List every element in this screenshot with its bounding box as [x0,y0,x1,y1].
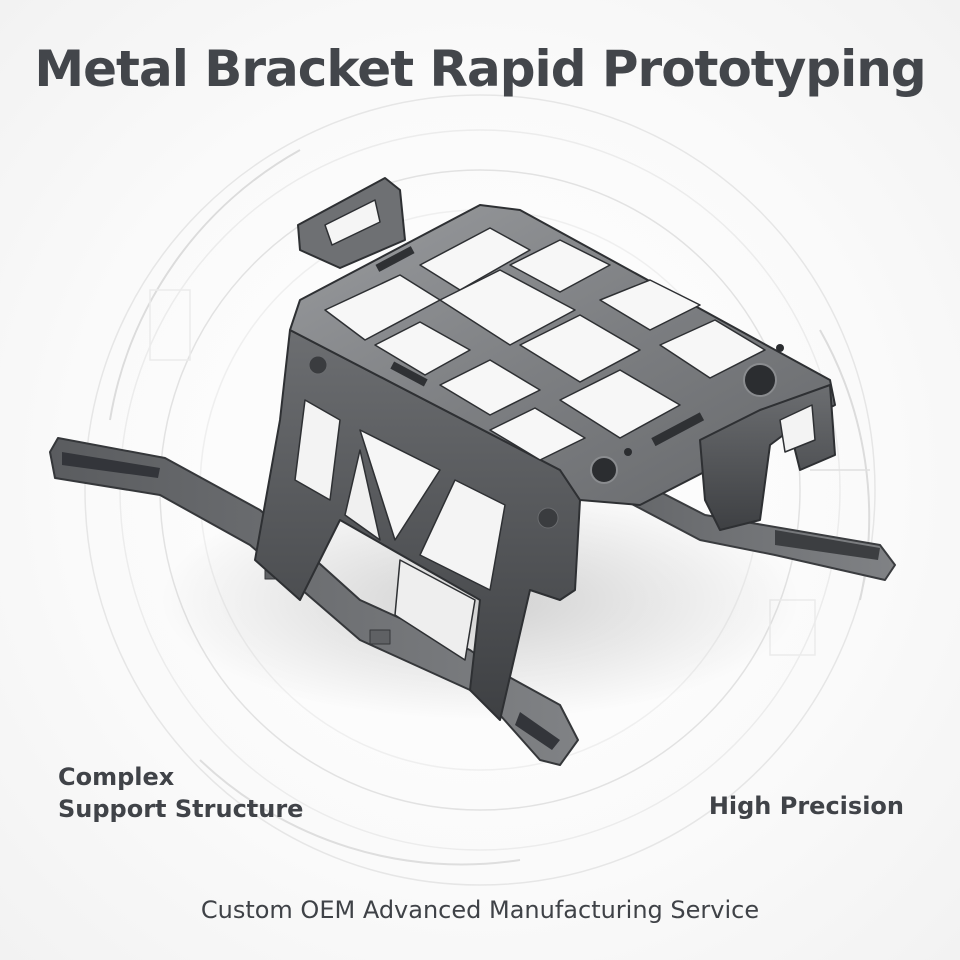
footer-tagline: Custom OEM Advanced Manufacturing Servic… [200,896,760,924]
feature-complex-structure: Complex Support Structure [58,761,303,825]
page-title: Metal Bracket Rapid Prototyping [34,40,926,98]
feature-line-2: Support Structure [58,795,304,823]
feature-line-1: Complex [58,763,175,791]
metal-bracket-image [49,177,896,766]
feature-high-precision: High Precision [708,792,904,820]
